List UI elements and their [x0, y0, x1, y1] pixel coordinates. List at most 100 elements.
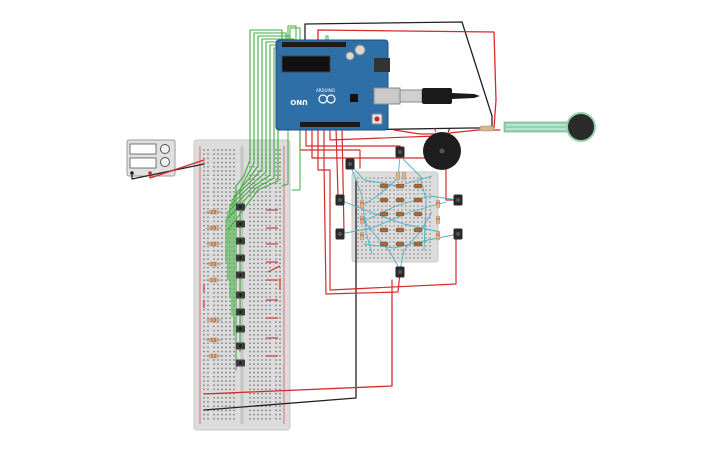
breadboard-hole	[265, 308, 267, 311]
breadboard-hole	[417, 193, 419, 195]
breadboard-hole	[265, 321, 267, 323]
breadboard-hole	[217, 283, 219, 286]
breadboard-hole	[265, 233, 267, 235]
breadboard-hole	[275, 220, 277, 223]
breadboard-hole	[279, 346, 281, 349]
breadboard-hole	[213, 313, 215, 315]
breadboard-hole	[261, 380, 263, 382]
breadboard-hole	[207, 224, 209, 227]
breadboard-hole	[229, 199, 231, 202]
breadboard-hole	[389, 241, 391, 243]
pushbutton-cap	[237, 360, 244, 366]
breadboard-hole	[213, 250, 215, 252]
keypad-resistors	[360, 171, 441, 247]
breadboard-hole	[265, 224, 267, 227]
wire-green	[281, 25, 297, 187]
breadboard-hole	[261, 363, 263, 365]
keypad-resistor	[395, 183, 405, 189]
breadboard-hole	[429, 201, 431, 203]
breadboard-hole	[357, 221, 359, 223]
breadboard-hole	[369, 189, 371, 191]
breadboard-hole	[217, 153, 219, 155]
breadboard-hole	[203, 208, 205, 210]
breadboard-hole	[401, 193, 403, 195]
usb-cable	[399, 88, 480, 104]
breadboard-hole	[229, 187, 231, 189]
breadboard-hole	[257, 266, 259, 269]
breadboard-hole	[213, 283, 215, 286]
breadboard-hole	[217, 254, 219, 256]
breadboard-hole	[229, 363, 231, 365]
breadboard-hole	[261, 191, 263, 193]
breadboard-hole	[413, 177, 415, 179]
breadboard-hole	[275, 149, 277, 151]
breadboard-hole	[279, 191, 281, 193]
wire-red	[393, 129, 441, 135]
breadboard-hole	[217, 258, 219, 260]
breadboard-hole	[253, 237, 255, 239]
breadboard-hole	[389, 233, 391, 235]
breadboard-hole	[269, 292, 271, 294]
breadboard-hole	[225, 191, 227, 193]
breadboard-hole	[217, 325, 219, 328]
breadboard-hole	[257, 195, 259, 197]
breadboard-hole	[207, 161, 209, 164]
wire-red	[341, 127, 345, 233]
pushbutton-cap	[237, 326, 244, 332]
breadboard-hole	[357, 253, 359, 255]
breadboard-hole	[253, 292, 255, 294]
breadboard-hole	[217, 191, 219, 193]
breadboard-hole	[217, 170, 219, 172]
breadboard-hole	[203, 296, 205, 298]
breadboard-hole	[413, 189, 415, 191]
keypad-resistor	[395, 211, 405, 217]
breadboard-hole	[269, 346, 271, 349]
breadboard-hole	[217, 418, 219, 420]
breadboard-hole	[417, 221, 419, 223]
breadboard-hole	[225, 321, 227, 323]
breadboard-hole	[279, 161, 281, 164]
breadboard-hole	[275, 300, 277, 302]
wire-green	[231, 38, 295, 317]
resistor	[208, 225, 219, 231]
breadboard-hole	[253, 178, 255, 181]
breadboard-hole	[429, 237, 431, 239]
breadboard-hole	[265, 371, 267, 374]
breadboard-hole	[279, 182, 281, 185]
breadboard-hole	[249, 191, 251, 193]
wire-red	[149, 159, 205, 179]
breadboard-hole	[253, 325, 255, 328]
breadboard-hole	[221, 334, 223, 336]
breadboard-hole	[279, 413, 281, 416]
breadboard-hole	[389, 213, 391, 215]
breadboard-hole	[279, 216, 281, 218]
breadboard-hole	[217, 384, 219, 386]
breadboard-hole	[265, 182, 267, 185]
breadboard-hole	[203, 233, 205, 235]
breadboard-hole	[217, 250, 219, 252]
keypad-resistor	[360, 215, 365, 225]
resistor	[208, 317, 219, 323]
breadboard-hole	[253, 203, 255, 206]
breadboard-hole	[275, 237, 277, 239]
breadboard-hole	[389, 197, 391, 199]
breadboard-hole	[269, 418, 271, 420]
breadboard-hole	[405, 249, 407, 251]
breadboard-hole	[213, 367, 215, 370]
breadboard-hole	[203, 321, 205, 323]
breadboard-hole	[405, 237, 407, 239]
breadboard-hole	[207, 258, 209, 260]
breadboard-hole	[203, 266, 205, 269]
breadboard-hole	[357, 197, 359, 199]
breadboard-hole	[405, 229, 407, 231]
breadboard-hole	[357, 249, 359, 251]
breadboard-hole	[279, 292, 281, 294]
breadboard-hole	[217, 275, 219, 277]
breadboard-hole	[253, 241, 255, 244]
breadboard-hole	[249, 254, 251, 256]
breadboard-hole	[365, 245, 367, 247]
breadboard-hole	[361, 245, 363, 247]
breadboard-hole	[365, 197, 367, 199]
arduino-model-label: UNO	[290, 98, 308, 106]
